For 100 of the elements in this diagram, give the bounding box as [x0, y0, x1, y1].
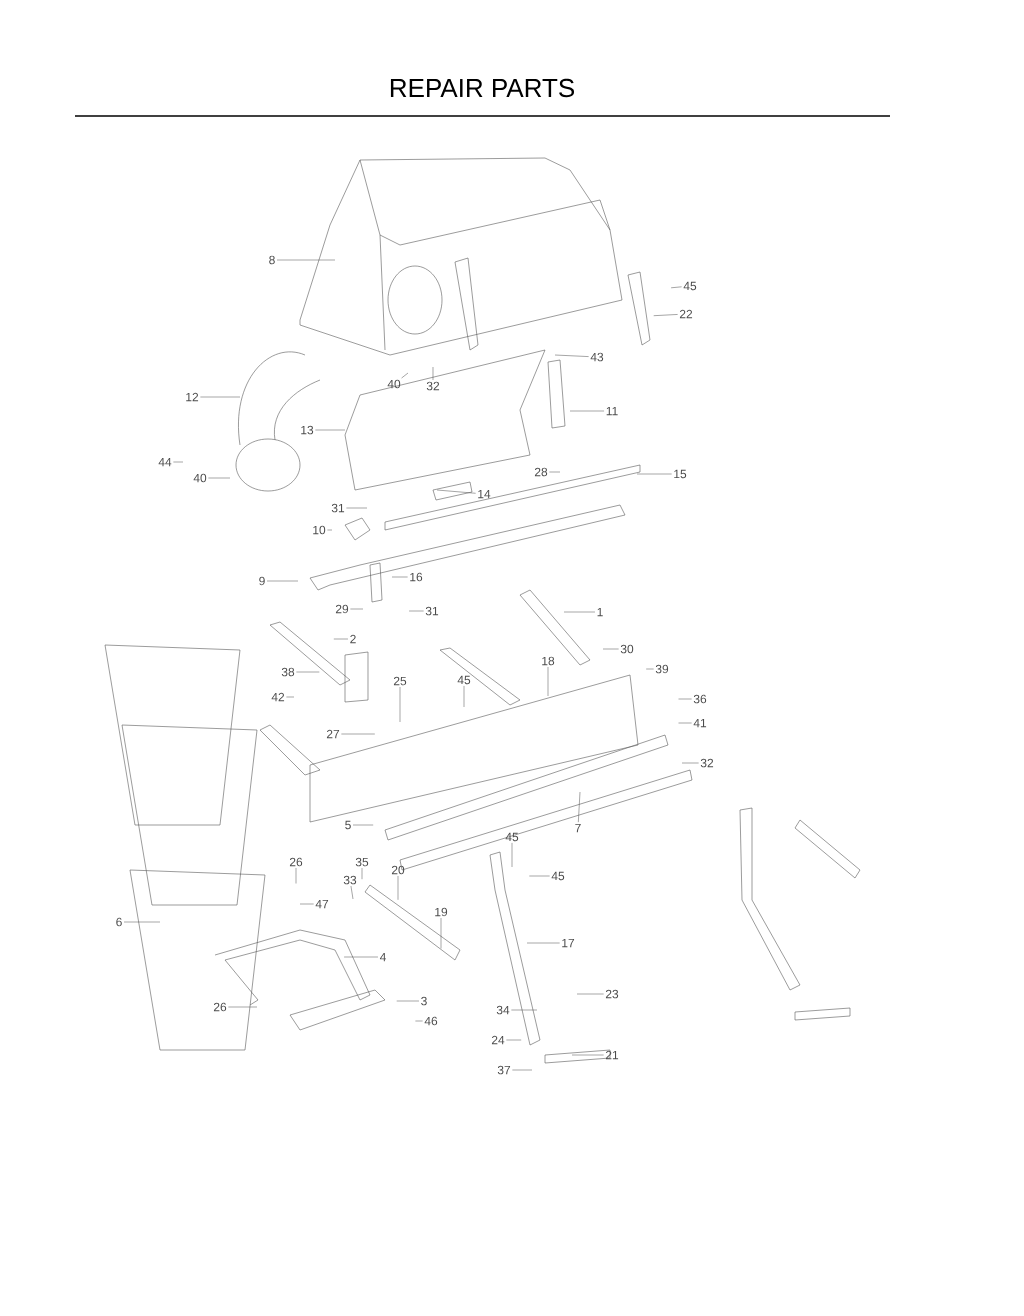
callout-number: 31 [331, 503, 345, 513]
leader-line [554, 354, 589, 357]
callout-number: 33 [343, 875, 357, 885]
leader-line [315, 429, 346, 431]
leader-line [123, 921, 161, 923]
leader-line [569, 410, 605, 412]
callout-number: 25 [393, 676, 407, 686]
callout-number: 32 [426, 381, 440, 391]
callout-number: 19 [435, 907, 448, 917]
leader-line [678, 722, 692, 724]
leader-line [602, 648, 619, 650]
callout-number: 14 [478, 489, 491, 499]
callout-number: 21 [605, 1050, 619, 1060]
callout-number: 1 [597, 607, 603, 617]
leader-line [399, 686, 401, 723]
leader-line [547, 666, 549, 697]
callout-number: 17 [562, 938, 575, 948]
callout-number: 24 [491, 1035, 505, 1045]
leader-line [681, 762, 699, 764]
callout-number: 9 [259, 576, 265, 586]
callout-number: 31 [425, 606, 439, 616]
callout-number: 10 [313, 525, 326, 535]
callout-number: 36 [693, 694, 707, 704]
leader-line [440, 917, 442, 949]
callout-number: 38 [281, 667, 295, 677]
leader-line [670, 286, 682, 289]
leader-line [295, 867, 297, 884]
callout-number: 44 [158, 457, 172, 467]
leader-line [173, 461, 184, 463]
leader-line [578, 791, 581, 823]
leader-line [529, 875, 550, 877]
leader-line [346, 507, 368, 509]
leader-line [636, 473, 672, 475]
callout-number: 8 [269, 255, 275, 265]
leader-line [396, 1000, 420, 1002]
callout-number: 30 [620, 644, 634, 654]
leader-line [286, 696, 295, 698]
callout-number: 35 [355, 857, 369, 867]
leader-line [401, 372, 409, 379]
leader-line [511, 1009, 538, 1011]
leader-line [341, 733, 376, 735]
callout-number: 40 [193, 473, 207, 483]
leader-line [350, 885, 354, 900]
callout-number: 26 [213, 1002, 227, 1012]
leader-line [506, 1039, 522, 1041]
callout-number: 29 [335, 604, 349, 614]
leader-line [391, 576, 408, 578]
callout-number: 34 [496, 1005, 510, 1015]
page-title: REPAIR PARTS [390, 78, 574, 98]
callout-number: 43 [590, 352, 604, 362]
callout-number: 18 [542, 656, 555, 666]
leader-line [415, 1020, 423, 1022]
callout-number: 27 [326, 729, 340, 739]
leader-line [512, 1069, 533, 1071]
callout-number: 41 [693, 718, 707, 728]
leader-line [327, 529, 333, 531]
callout-number: 47 [315, 899, 329, 909]
callout-number: 23 [605, 989, 619, 999]
leader-line [333, 638, 349, 640]
leader-line [266, 580, 299, 582]
callout-number: 2 [350, 634, 356, 644]
callout-number: 45 [551, 871, 565, 881]
leader-line [208, 477, 231, 479]
leader-line [228, 1006, 258, 1008]
leader-line [653, 314, 678, 316]
callout-number: 46 [424, 1016, 438, 1026]
callout-number: 12 [186, 392, 199, 402]
callout-number: 45 [457, 675, 471, 685]
callout-number: 28 [534, 467, 548, 477]
callout-number: 45 [683, 281, 697, 291]
leader-line [350, 608, 364, 610]
leader-line [436, 489, 476, 494]
leader-line [397, 875, 399, 901]
leader-line [276, 259, 336, 261]
leader-line [678, 698, 692, 700]
callout-number: 40 [387, 379, 401, 389]
leader-line [571, 1054, 604, 1056]
callout-number: 42 [271, 692, 285, 702]
leader-line [511, 842, 513, 868]
callout-number: 32 [700, 758, 714, 768]
callout-number: 7 [575, 823, 581, 833]
callout-number: 11 [606, 406, 618, 416]
leader-line [352, 824, 374, 826]
leader-line [343, 956, 379, 958]
leader-line [576, 993, 604, 995]
leader-line [299, 903, 314, 905]
callout-number: 22 [679, 309, 693, 319]
callout-number: 45 [505, 832, 519, 842]
callout-number: 6 [116, 917, 122, 927]
leader-line [463, 685, 465, 708]
callout-number: 39 [655, 664, 669, 674]
callout-number: 5 [345, 820, 351, 830]
leader-line [563, 611, 596, 613]
callout-number: 20 [391, 865, 405, 875]
callout-number: 3 [421, 996, 427, 1006]
leader-line [645, 668, 654, 670]
callout-number: 26 [289, 857, 303, 867]
callout-number: 4 [379, 952, 386, 962]
callout-number: 37 [497, 1065, 511, 1075]
callout-number: 13 [301, 425, 314, 435]
